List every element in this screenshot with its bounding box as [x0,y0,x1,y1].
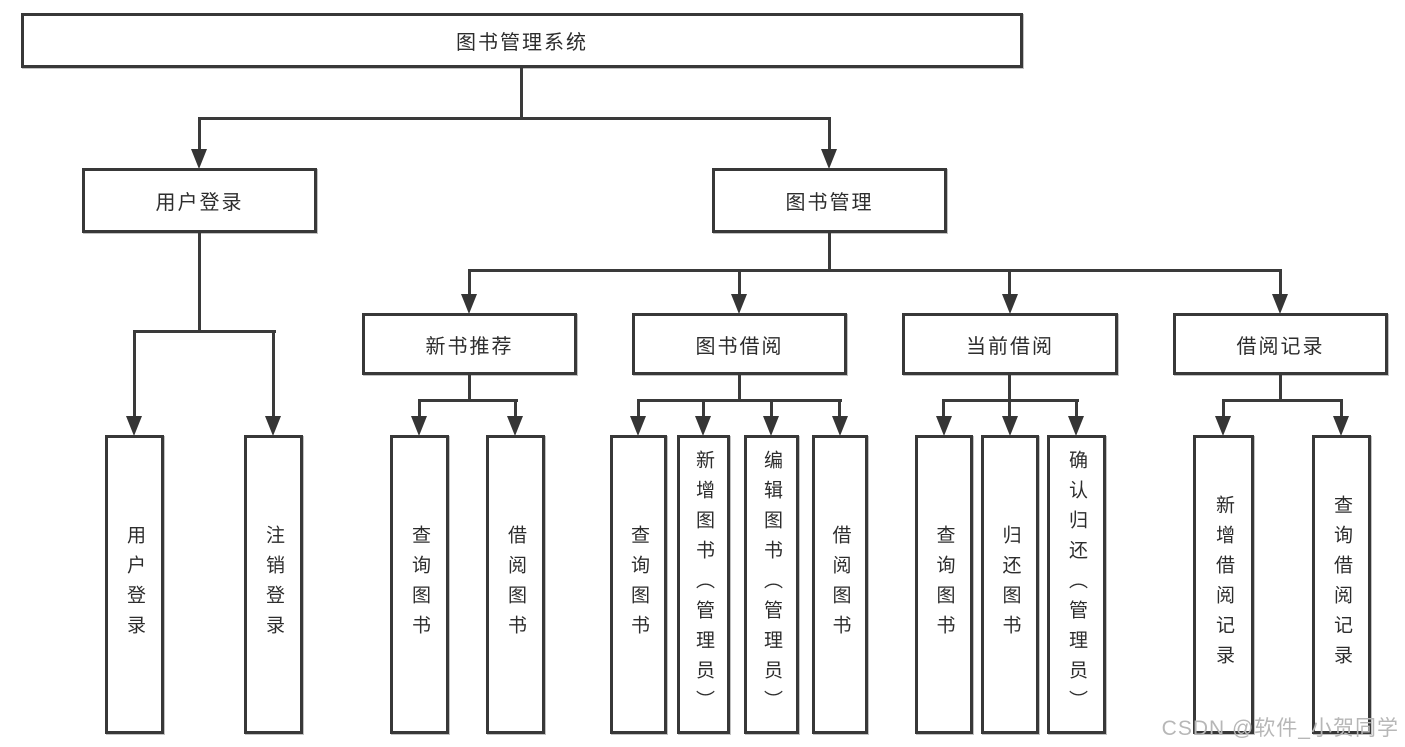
arrow-new-book [461,294,477,314]
arrow-l4 [507,416,523,436]
node-book-borrowing: 图书借阅 [632,313,847,375]
leaf-add-book-admin: 新增图书（管理员） [677,435,730,734]
arrow-user-login [191,149,207,169]
node-current-borrowing: 当前借阅 [902,313,1118,375]
node-user-login-label: 用户登录 [155,192,244,214]
leaf-query-book-1-label: 查询图书 [409,524,430,645]
leaf-logout-label: 注销登录 [263,524,284,645]
connector-drop-l13 [1340,399,1343,419]
arrow-l8 [832,416,848,436]
connector-user-login-stub [198,233,201,333]
leaf-borrow-book-1: 借阅图书 [486,435,545,734]
connector-book-borrow-bus [637,399,842,402]
arrow-l5 [630,416,646,436]
connector-borrow-records-stub [1279,375,1282,402]
node-root: 图书管理系统 [21,13,1023,68]
arrow-l9 [936,416,952,436]
node-root-label: 图书管理系统 [456,32,588,54]
connector-level1-bus [198,117,831,120]
connector-drop-l4 [514,399,517,419]
arrow-l13 [1333,416,1349,436]
leaf-borrow-book-1-label: 借阅图书 [505,524,526,645]
connector-book-borrow-stub [738,375,741,402]
leaf-borrow-book-2-label: 借阅图书 [829,524,851,645]
connector-drop-leaf-logout [272,330,275,418]
arrow-l7 [763,416,779,436]
connector-drop-l6 [702,399,705,419]
leaf-query-book-1: 查询图书 [390,435,449,734]
node-borrowing-records: 借阅记录 [1173,313,1388,375]
connector-drop-l3 [418,399,421,419]
leaf-logout: 注销登录 [244,435,303,734]
arrow-l10 [1002,416,1018,436]
csdn-watermark: CSDN @软件_小贺同学 [1161,717,1399,740]
arrow-l12 [1215,416,1231,436]
node-new-book-recommend: 新书推荐 [362,313,577,375]
leaf-add-borrow-record: 新增借阅记录 [1193,435,1254,734]
leaf-query-book-2-label: 查询图书 [628,524,649,645]
connector-drop-l8 [838,399,841,419]
arrow-book-borrow [731,294,747,314]
leaf-add-borrow-record-label: 新增借阅记录 [1213,494,1234,675]
node-book-borrowing-label: 图书借阅 [695,335,784,358]
leaf-return-book: 归还图书 [981,435,1039,734]
leaf-edit-book-admin: 编辑图书（管理员） [744,435,799,734]
arrow-l3 [411,416,427,436]
connector-drop-borrow-records [1279,269,1282,297]
connector-drop-book-borrow [738,269,741,297]
node-current-borrowing-label: 当前借阅 [966,335,1054,358]
connector-root-stub [520,68,523,120]
node-new-book-recommend-label: 新书推荐 [425,335,514,358]
node-user-login: 用户登录 [82,168,317,233]
connector-drop-leaf-login [133,330,136,418]
arrow-l11 [1068,416,1084,436]
leaf-user-login: 用户登录 [105,435,164,734]
connector-drop-l11 [1075,399,1078,419]
leaf-confirm-return-admin-label: 确认归还（管理员） [1066,449,1087,720]
arrow-current-borrow [1002,294,1018,314]
node-book-management-label: 图书管理 [785,192,874,214]
leaf-query-book-2: 查询图书 [610,435,667,734]
connector-current-borrow-stub [1008,375,1011,402]
arrow-leaf-login [126,416,142,436]
connector-drop-book-mgmt [828,117,831,152]
arrow-leaf-logout [265,416,281,436]
connector-drop-l10 [1008,399,1011,419]
leaf-edit-book-admin-label: 编辑图书（管理员） [761,449,782,720]
leaf-user-login-label: 用户登录 [124,524,145,645]
connector-drop-user-login [198,117,201,152]
node-borrowing-records-label: 借阅记录 [1236,335,1325,358]
connector-new-book-bus [418,399,518,402]
connector-drop-l7 [770,399,773,419]
connector-drop-l12 [1222,399,1225,419]
leaf-borrow-book-2: 借阅图书 [812,435,868,734]
leaf-query-borrow-record-label: 查询借阅记录 [1331,494,1352,675]
connector-level3-bus [468,269,1282,272]
connector-drop-l9 [942,399,945,419]
arrow-l6 [695,416,711,436]
connector-drop-current-borrow [1008,269,1011,297]
connector-borrow-records-bus [1222,399,1343,402]
leaf-add-book-admin-label: 新增图书（管理员） [693,449,714,720]
connector-book-mgmt-stub [828,233,831,272]
connector-drop-new-book [468,269,471,297]
connector-new-book-stub [468,375,471,402]
connector-user-login-bus [133,330,276,333]
leaf-confirm-return-admin: 确认归还（管理员） [1047,435,1106,734]
arrow-borrow-records [1272,294,1288,314]
arrow-book-mgmt [821,149,837,169]
leaf-query-book-3-label: 查询图书 [933,524,955,645]
leaf-query-borrow-record: 查询借阅记录 [1312,435,1371,734]
connector-drop-l5 [637,399,640,419]
leaf-return-book-label: 归还图书 [999,524,1021,645]
leaf-query-book-3: 查询图书 [915,435,973,734]
node-book-management: 图书管理 [712,168,947,233]
